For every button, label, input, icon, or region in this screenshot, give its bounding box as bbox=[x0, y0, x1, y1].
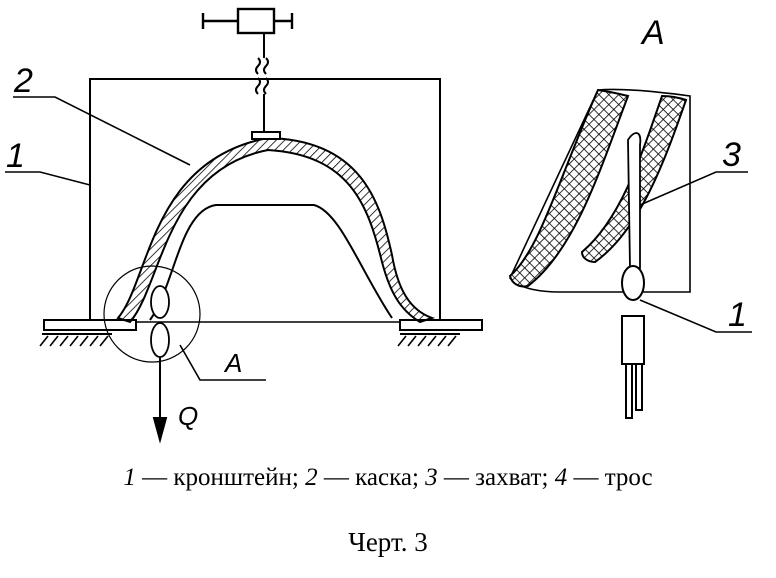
detail-view bbox=[508, 88, 752, 419]
legend-number: 3 bbox=[425, 464, 438, 491]
base-left bbox=[39, 319, 137, 347]
legend-text: каска bbox=[355, 464, 412, 491]
inner-headform bbox=[149, 204, 393, 321]
suspension-wire bbox=[255, 33, 269, 134]
mount-pad bbox=[251, 131, 281, 140]
dynamometer bbox=[201, 7, 294, 35]
label-force-q: Q bbox=[178, 401, 198, 431]
figure-caption: Черт. 3 bbox=[348, 527, 428, 557]
detail-view-title: A bbox=[640, 14, 665, 52]
detail-loop bbox=[621, 265, 645, 301]
label-1-detail: 1 bbox=[728, 296, 747, 334]
legend-text: кронштейн bbox=[173, 464, 292, 491]
leader-lines bbox=[5, 96, 266, 381]
legend-number: 2 bbox=[305, 464, 318, 491]
legend-text: трос bbox=[604, 464, 653, 491]
legend-number: 1 bbox=[123, 464, 136, 491]
legend-number: 4 bbox=[554, 464, 568, 491]
drawing: 2 1 A Q A 3 1 bbox=[5, 7, 752, 444]
grip-link bbox=[150, 285, 170, 358]
bracket-frame bbox=[89, 78, 441, 320]
detail-cable bbox=[625, 363, 643, 419]
detail-clamp bbox=[621, 315, 645, 365]
base-right bbox=[397, 319, 483, 347]
label-1: 1 bbox=[6, 137, 25, 175]
legend: 1 — кронштейн; 2 — каска; 3 — захват; 4 … bbox=[123, 464, 653, 491]
detail-strap bbox=[627, 132, 642, 269]
detail-circle-a bbox=[103, 265, 201, 363]
label-2: 2 bbox=[13, 62, 33, 100]
label-3-detail: 3 bbox=[722, 136, 741, 174]
helmet-shell bbox=[116, 136, 436, 324]
legend-text: захват bbox=[475, 464, 542, 491]
detail-shell-outer bbox=[508, 88, 630, 288]
label-detail-a: A bbox=[223, 348, 242, 378]
force-arrow bbox=[152, 357, 168, 444]
